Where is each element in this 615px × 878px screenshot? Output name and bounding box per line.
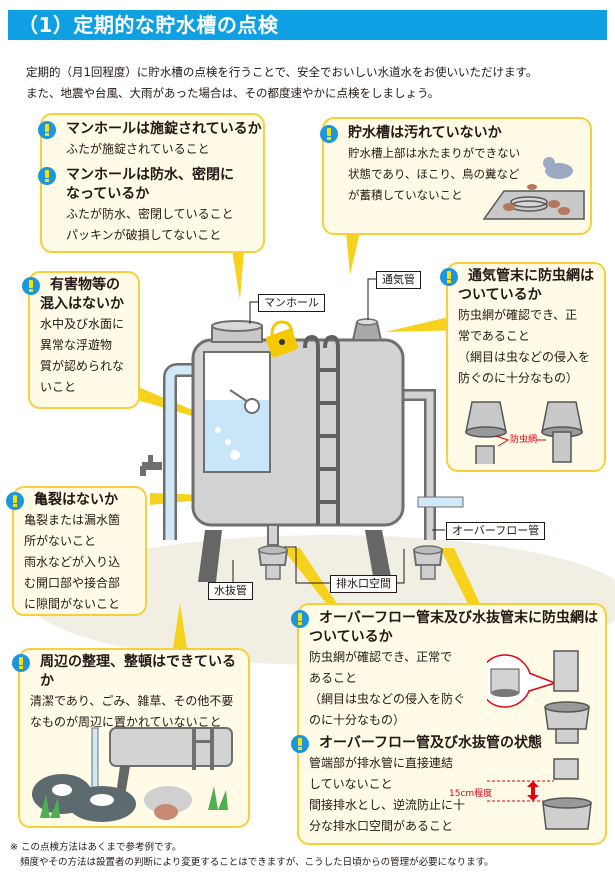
check-heading: オーバーフロー管末及び水抜管末に防虫網は: [319, 610, 599, 626]
warning-icon: [12, 654, 30, 672]
check-text: 常であること: [458, 329, 530, 343]
header-bar: [8, 10, 607, 40]
check-text: 質が認められな: [40, 359, 125, 373]
warning-icon: [291, 610, 309, 628]
warning-icon: [38, 121, 56, 139]
check-text: 異常な浮遊物: [40, 338, 113, 352]
check-text: いこと: [40, 380, 77, 394]
check-cracks: 亀裂はないか 亀裂または漏水箇 所がないこと 雨水などが入り込 む開口部や接合部…: [6, 486, 147, 616]
check-text: 防虫網が確認でき、正: [458, 308, 578, 322]
pointer-manhole: [232, 250, 244, 300]
check-heading: 混入はないか: [40, 296, 124, 312]
check-tank-dirty: 貯水槽は汚れていないか 貯水槽上部は水たまりができない 状態であり、ほこり、鳥の…: [320, 117, 592, 235]
check-text: ふたが施錠されていること: [66, 142, 210, 156]
check-text: ふたが防水、密閉していること: [66, 207, 234, 221]
check-heading: オーバーフロー管及び水抜管の状態: [319, 735, 543, 751]
check-heading: 通気管末に防虫網は: [468, 268, 594, 284]
label-drain-pipe: 水抜管: [208, 582, 253, 600]
warning-icon: [22, 277, 40, 295]
check-text: 貯水槽上部は水たまりができない: [348, 146, 521, 160]
check-text: していないこと: [309, 777, 393, 791]
bird-on-tank-illustration: [482, 157, 585, 220]
label-drain-space: 排水口空間: [330, 575, 397, 593]
overflow-pipe-illustration: [487, 650, 592, 830]
check-text: あること: [309, 671, 358, 685]
check-text: 防虫網が確認でき、正常で: [309, 650, 453, 664]
check-text: 状態であり、ほこり、鳥の糞など: [348, 167, 520, 181]
intro-line-1: 定期的（月1回程度）に貯水槽の点検を行うことで、安全でおいしい水道水をお使いいた…: [26, 65, 538, 79]
footnote-line-2: 頻度やその方法は設置者の判断により変更することはできますが、こうした日頃からの管…: [20, 857, 494, 868]
check-text: 清潔であり、ごみ、雑草、その他不要: [30, 694, 234, 708]
check-heading: ついているか: [458, 287, 542, 303]
check-heading: 周辺の整理、整頓はできているか: [40, 654, 236, 689]
pointer-surroundings: [172, 603, 188, 655]
check-surroundings: 周辺の整理、整頓はできているか 清潔であり、ごみ、雑草、その他不要 なものが周辺…: [12, 648, 250, 828]
check-text: パッキンが破損してないこと: [66, 228, 222, 242]
check-text: （網目は虫などの侵入を: [458, 350, 591, 364]
check-text: に隙間がないこと: [24, 597, 121, 611]
check-manhole: マンホールは施錠されているか ふたが施錠されていること マンホールは防水、密閉に…: [38, 113, 265, 253]
check-vent-net: 通気管末に防虫網は ついているか 防虫網が確認でき、正 常であること （網目は虫…: [440, 262, 606, 472]
check-text: 分な排水口空間があること: [309, 819, 454, 833]
check-heading: 亀裂はないか: [34, 492, 118, 508]
label-overflow-pipe: オーバーフロー管: [446, 522, 546, 540]
warning-icon: [38, 167, 56, 185]
warning-icon: [320, 125, 338, 143]
check-text: のに十分なもの）: [309, 713, 406, 727]
check-text: 所がないこと: [24, 534, 97, 548]
check-heading: マンホールは防水、密閉に: [66, 167, 234, 183]
page-title: （1）定期的な貯水槽の点検: [18, 13, 279, 37]
check-heading: 有害物等の: [50, 277, 120, 293]
check-text: 間接排水とし、逆流防止に十: [309, 798, 466, 812]
check-harmful-substances: 有害物等の 混入はないか 水中及び水面に 異常な浮遊物 質が認められな いこと: [22, 271, 140, 409]
intro-line-2: また、地震や台風、大雨があった場合は、その都度速やかに点検をしましょう。: [26, 86, 440, 100]
clutter-illustration: [32, 727, 233, 822]
label-manhole: マンホール: [258, 294, 325, 312]
check-heading: マンホールは施錠されているか: [66, 121, 262, 137]
net-label: 防虫網: [510, 435, 538, 445]
check-text: 管端部が排水管に直接連結: [309, 756, 454, 770]
check-text: 雨水などが入り込: [24, 555, 121, 569]
label-vent-pipe: 通気管: [376, 271, 421, 289]
check-text: なものが周辺に置かれていないこと: [30, 715, 222, 729]
check-text: 亀裂または漏水箇: [24, 513, 121, 527]
warning-icon: [6, 492, 24, 510]
check-heading: ついているか: [309, 629, 393, 645]
check-text: む開口部や接合部: [24, 576, 121, 590]
warning-icon: [440, 268, 458, 286]
check-text: 防ぐのに十分なもの）: [458, 371, 579, 385]
check-text: が蓄積していないこと: [348, 188, 463, 202]
vent-net-illustration: [465, 401, 583, 464]
check-heading: 貯水槽は汚れていないか: [348, 125, 502, 141]
gap-label: 15cm程度: [449, 789, 493, 799]
check-text: 水中及び水面に: [40, 317, 125, 331]
warning-icon: [291, 735, 309, 753]
footnote-line-1: ※ この点検方法はあくまで参考例です。: [10, 842, 182, 853]
check-heading: なっているか: [66, 186, 150, 202]
check-text: （網目は虫などの侵入を防ぐ: [309, 692, 466, 706]
pointer-dirty: [346, 232, 360, 275]
check-overflow-drain: オーバーフロー管末及び水抜管末に防虫網は ついているか 防虫網が確認でき、正常で…: [291, 603, 607, 845]
pointer-overflow: [440, 548, 482, 608]
